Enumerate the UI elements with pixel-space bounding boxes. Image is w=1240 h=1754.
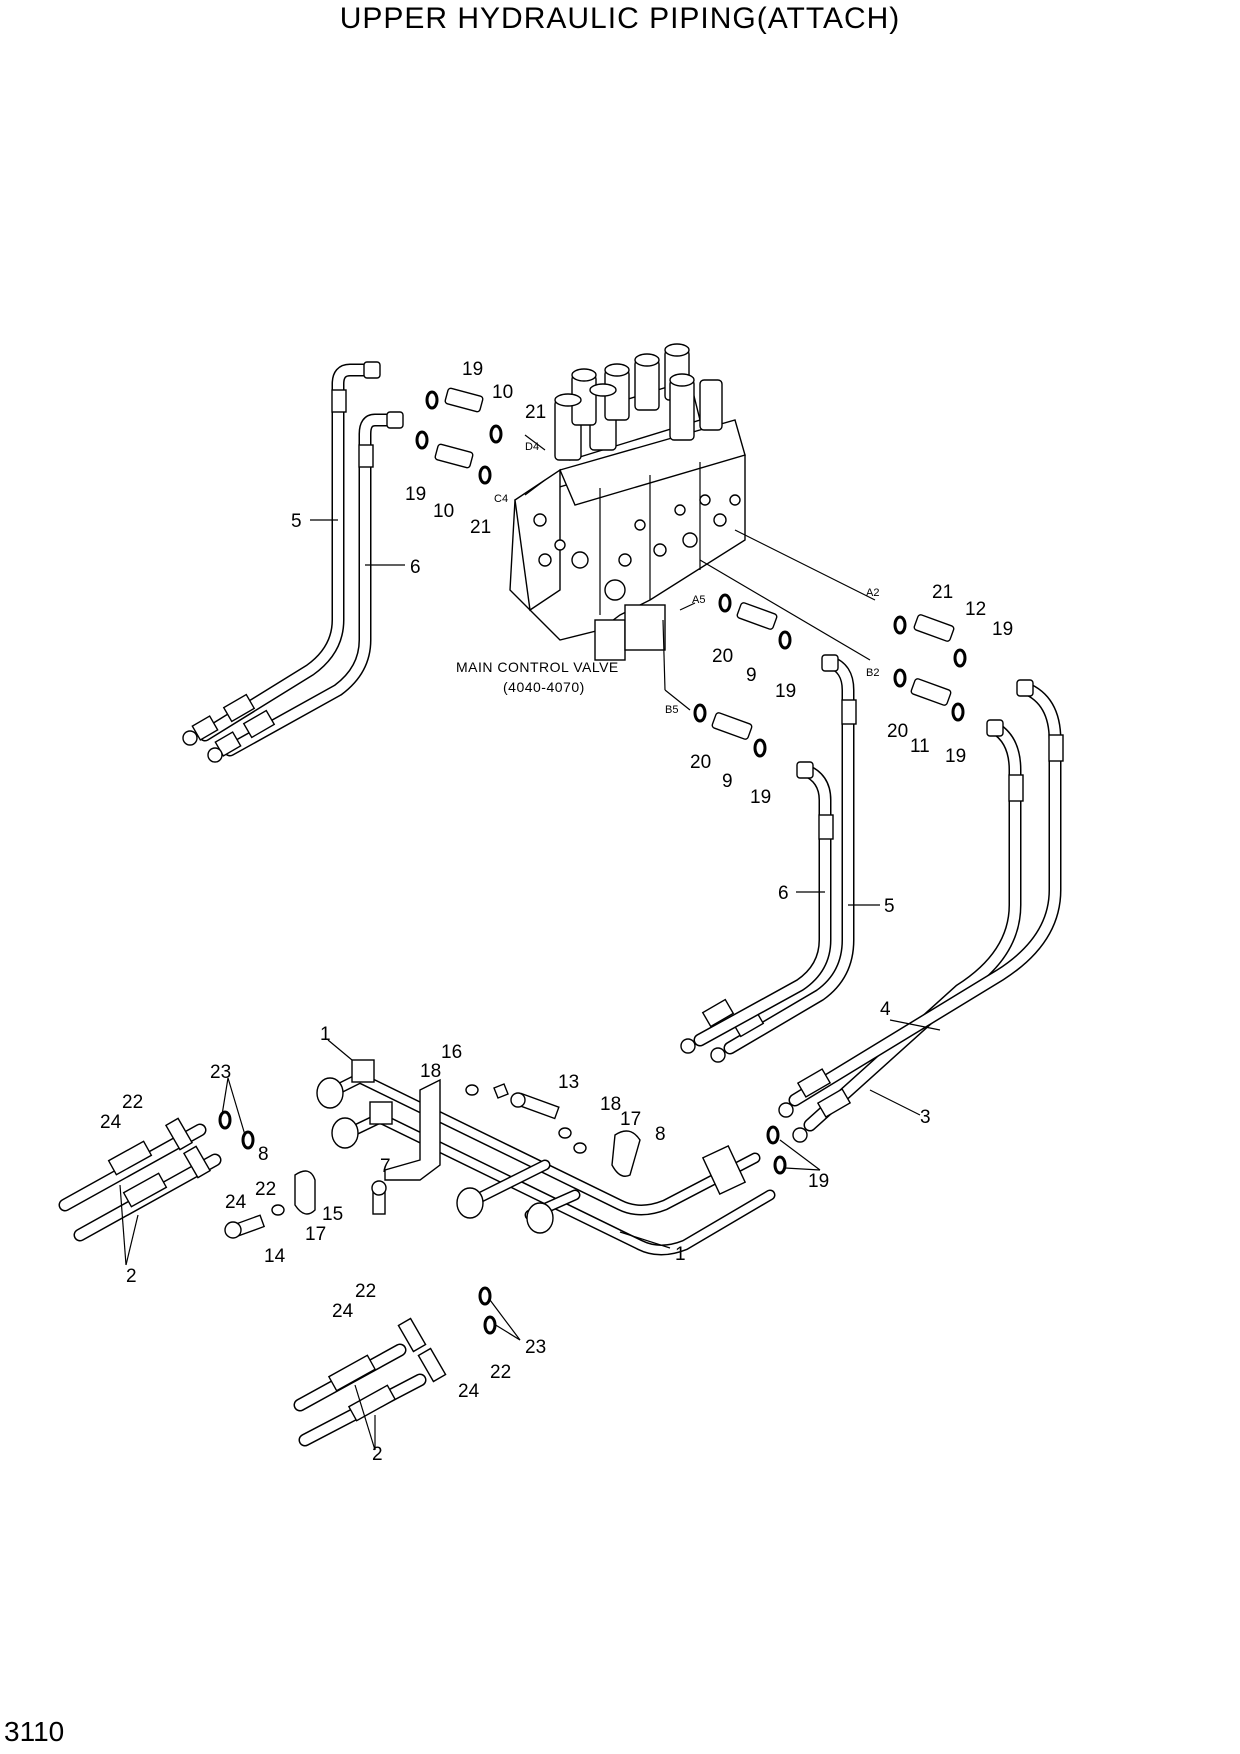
hose-3 [792,719,1024,1143]
callout-21-top: 21 [525,402,546,423]
callout-2-lower: 2 [372,1444,383,1465]
callout-24-lower-top: 24 [332,1301,354,1322]
callout-5-left: 5 [291,511,302,532]
callout-6-left: 6 [410,557,421,578]
callout-7: 7 [380,1156,391,1177]
orings-19-pipe [766,1125,787,1175]
callout-leaders [119,519,941,1451]
callout-18-right: 18 [600,1094,621,1115]
fitting-9-a5 [718,593,792,650]
callout-19-a2: 19 [992,619,1013,640]
hose-4 [778,679,1064,1118]
port-label-a2: A2 [866,587,879,599]
callout-15: 15 [322,1204,343,1225]
callout-9-b5: 9 [722,771,733,792]
hose-6-left [207,411,404,763]
callout-19-pipe: 19 [808,1171,829,1192]
callout-19-b2: 19 [945,746,966,767]
callout-1-bottom: 1 [675,1244,686,1265]
callout-6-right: 6 [778,883,789,904]
callout-19-mid: 19 [405,484,426,505]
callout-9-a5: 9 [746,665,757,686]
clamps-8 [294,1130,641,1215]
callout-22-lower-top: 22 [355,1281,376,1302]
callout-18-top: 18 [420,1061,441,1082]
port-label-b5: B5 [665,704,678,716]
callout-24-left-top: 24 [100,1112,122,1133]
callout-11: 11 [910,736,930,757]
callout-3: 3 [920,1107,931,1128]
main-control-valve [509,343,746,661]
valve-serial-range: (4040-4070) [503,679,585,695]
callout-4: 4 [880,999,891,1020]
callout-5-right: 5 [884,896,895,917]
valve-label: MAIN CONTROL VALVE [456,659,619,675]
callout-1-top: 1 [320,1024,331,1045]
callout-23-left: 23 [210,1062,231,1083]
callout-22-left-top: 22 [122,1092,143,1113]
port-label-c4: C4 [494,493,508,505]
callout-20-b5: 20 [690,752,711,773]
port-label-a5: A5 [692,594,705,606]
callout-16: 16 [441,1042,462,1063]
fitting-9-b5 [693,703,767,758]
callout-8-left: 8 [258,1144,269,1165]
hose-6-right [680,761,834,1054]
fitting-10-top [425,387,503,444]
fitting-11-b2 [893,668,965,722]
bracket-7 [384,1078,441,1181]
hoses-2-left [58,1110,255,1242]
callout-19-a5: 19 [775,681,796,702]
bolts [224,1083,587,1239]
callout-17-right: 17 [620,1109,641,1130]
callout-20-b2: 20 [887,721,908,742]
callout-10-top: 10 [492,382,513,403]
callout-22-left-bottom: 22 [255,1179,276,1200]
callout-13: 13 [558,1072,579,1093]
port-label-d4: D4 [525,441,539,453]
callout-19-top: 19 [462,359,483,380]
callout-21-a2: 21 [932,582,953,603]
pipe-1 [316,1059,776,1256]
fitting-12-a2 [893,614,967,668]
callout-21-mid: 21 [470,517,491,538]
callout-20-a5: 20 [712,646,733,667]
page-number: 3110 [4,1716,65,1747]
callout-19-b5: 19 [750,787,771,808]
callout-12: 12 [965,599,986,620]
hose-5-left [182,361,381,746]
callout-24-left-bottom: 24 [225,1192,247,1213]
callout-8-right: 8 [655,1124,666,1145]
callout-24-lower-bottom: 24 [458,1381,480,1402]
callout-17-left: 17 [305,1224,326,1245]
callout-14: 14 [264,1246,286,1267]
port-label-b2: B2 [866,667,879,679]
callout-10-mid: 10 [433,501,454,522]
fitting-10-mid [415,430,492,485]
callout-22-lower-bottom: 22 [490,1362,511,1383]
page-title: UPPER HYDRAULIC PIPING(ATTACH) [339,2,901,35]
callout-2-left: 2 [126,1266,137,1287]
hoses-2-lower [293,1286,497,1447]
port-leader-lines [524,434,876,711]
callout-23-lower: 23 [525,1337,546,1358]
